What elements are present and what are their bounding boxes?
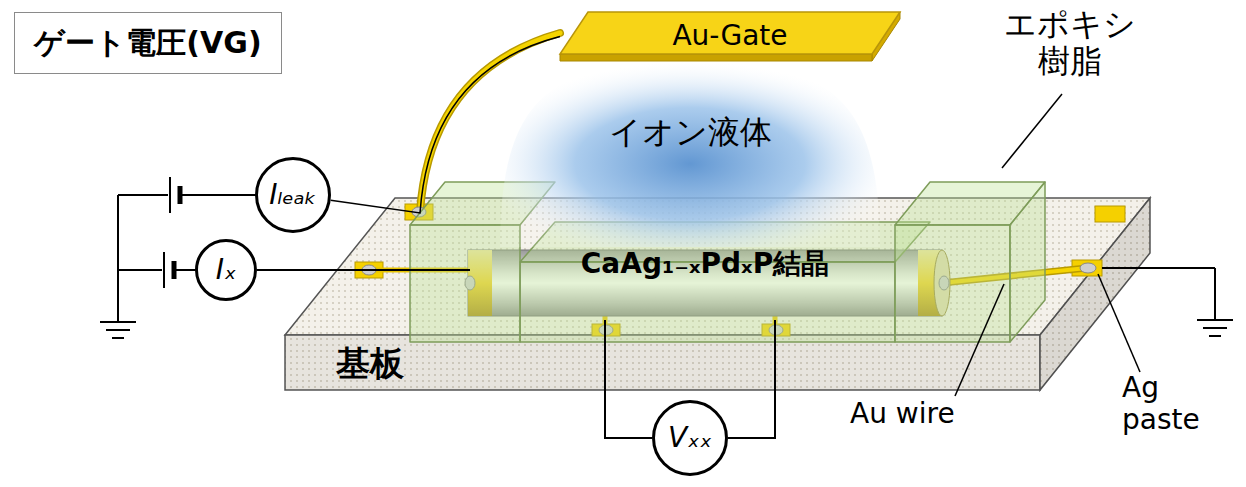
battery-symbol [169,177,171,213]
current-meter: Iₗₑₐₖ [255,157,331,233]
epoxy-face [895,225,1010,342]
crystal-sample: CaAg₁₋ₓPdₓP結晶 [470,246,940,320]
wire [117,195,119,322]
liquid-drop [500,62,880,247]
gate-electrode: Au-Gate [560,12,900,61]
meter-circle [197,241,256,300]
ionic-liquid: イオン液体 [500,62,880,247]
ag-paste-dot [1080,263,1096,273]
voltmeter: Vₓₓ [652,400,728,476]
substrate-front-shade [285,335,1040,390]
gate-top [560,12,900,54]
meter-circle [654,402,727,475]
leader-lines [955,94,1140,396]
node-text: Au-Gate [672,20,787,52]
wire-connector [605,320,652,438]
node-text: CaAg₁₋ₓPdₓP結晶 [581,248,829,280]
ground-symbol [1203,327,1227,329]
ionic-liquid-outline [500,62,880,247]
gold-pad [1095,206,1125,222]
node-text: Iₓ [216,254,237,286]
callout-label: Ag paste [1122,372,1214,436]
left-circuit [100,177,256,338]
leader-line [955,284,1004,396]
battery-symbol [163,252,165,288]
ground-symbol [100,321,136,323]
wire [1102,267,1215,269]
wire [1214,268,1216,320]
node-text: Iₗₑₐₖ [269,179,316,211]
substrate-label: 基板 [290,338,450,390]
battery-symbol [178,186,183,204]
wire [118,194,168,196]
epoxy-face [1010,182,1045,342]
leader-line [1002,94,1062,168]
node-text: ゲート電圧(VG) [34,26,261,61]
ground-symbol [106,329,130,331]
node-text: イオン液体 [609,114,772,151]
voltage-box: ゲート電圧(VG) [14,12,282,74]
wire [176,269,196,271]
callout-label: エポキシ 樹脂 [995,6,1145,80]
current-meter: Iₓ [195,239,257,301]
node-text: Vₓₓ [668,422,712,454]
substrate-front [285,335,1040,390]
callout-label: Au wire [850,398,970,430]
wire-connector [257,269,470,271]
gate-front [560,54,872,61]
ground-symbol [112,337,124,339]
right-ground [1102,268,1233,336]
meter-circle [257,159,330,232]
node-text: 基板 [336,344,404,383]
substrate-side [1040,198,1150,390]
ground-symbol [1197,319,1233,321]
wire [118,269,162,271]
leader-line [1098,274,1140,372]
battery-symbol [172,261,177,279]
wire [182,194,256,196]
substrate-side-shade [1040,198,1150,390]
ground-symbol [1209,335,1221,337]
wire-connector [728,320,775,438]
